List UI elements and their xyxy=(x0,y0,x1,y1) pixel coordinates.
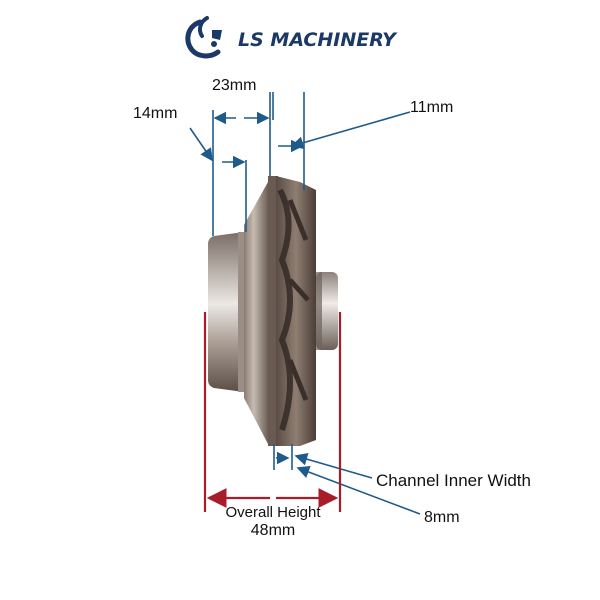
impeller-photo xyxy=(208,176,338,446)
brand-name: LS MACHINERY xyxy=(238,29,398,51)
gear-swoosh-icon xyxy=(185,16,222,59)
label-channel: Channel Inner Width xyxy=(376,471,531,490)
blue-dimensions xyxy=(189,92,421,515)
label-hub-width: 14mm xyxy=(133,105,177,122)
label-channel-value: 8mm xyxy=(424,509,460,526)
brand-logo: LS MACHINERY xyxy=(185,16,398,59)
label-overall-value: 48mm xyxy=(251,522,295,539)
red-dimensions xyxy=(203,312,342,512)
label-overall: Overall Height xyxy=(225,504,321,521)
label-top-width: 23mm xyxy=(212,77,256,94)
label-shroud-width: 11mm xyxy=(410,99,453,116)
